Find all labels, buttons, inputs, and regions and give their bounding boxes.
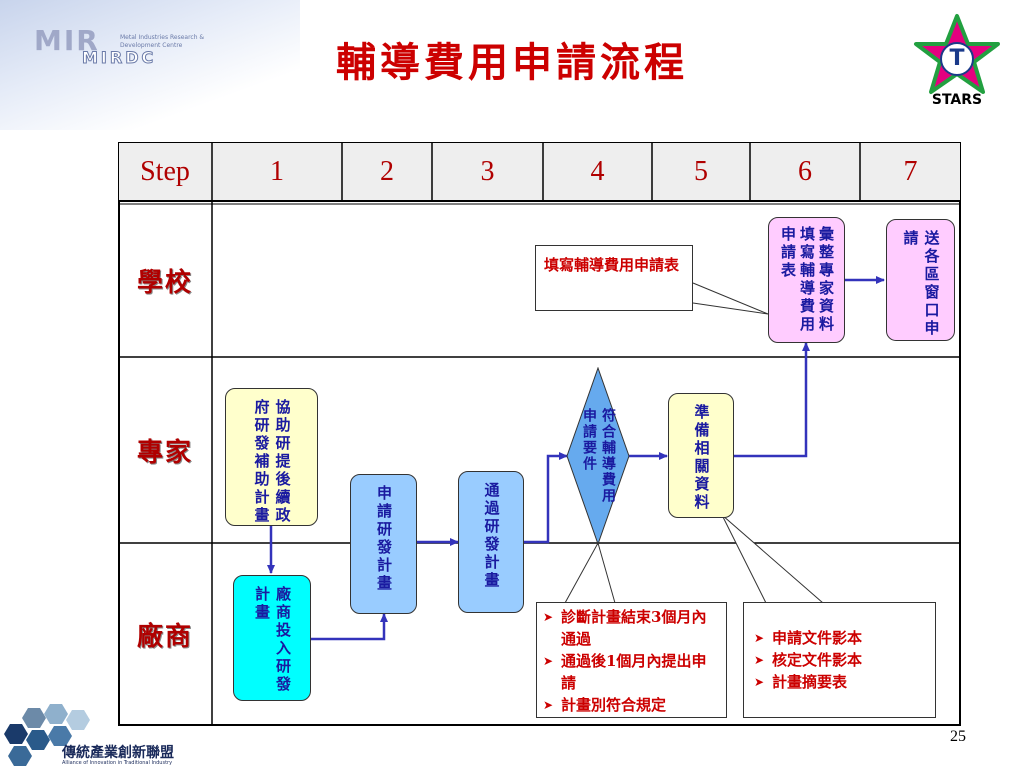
header-gradient <box>0 0 300 130</box>
header-step-7: 7 <box>903 156 918 187</box>
document-item: 核定文件影本 <box>754 649 925 671</box>
arrow-pass-to-decision <box>524 452 568 544</box>
node-company-invest-text: 廠商投入研發計畫 <box>253 586 292 694</box>
callout-conditions: 診斷計畫結束3個月內通過 通過後1個月內提出申請 計畫別符合規定 <box>536 602 727 718</box>
documents-list: 申請文件影本 核定文件影本 計畫摘要表 <box>754 627 925 693</box>
star-icon <box>914 14 1000 94</box>
node-decision-text: 符合輔導費用申請要件 <box>581 408 616 504</box>
callout-pointer-school <box>692 282 769 315</box>
node-apply-plan-text: 申請研發計畫 <box>375 485 393 593</box>
condition-list: 診斷計畫結束3個月內通過 通過後1個月內提出申請 計畫別符合規定 <box>543 606 720 716</box>
document-item: 申請文件影本 <box>754 627 925 649</box>
node-decision: 符合輔導費用申請要件 <box>566 408 630 508</box>
row-label-expert: 專家 <box>136 437 193 468</box>
arrow-company-to-apply <box>310 613 388 641</box>
condition-item: 診斷計畫結束3個月內通過 <box>543 606 720 650</box>
node-prepare: 準備相關資料 <box>668 393 734 518</box>
logo-stars-text: STARS <box>931 92 983 108</box>
header-step-5: 5 <box>694 156 708 187</box>
header-step-2: 2 <box>380 156 394 187</box>
mirdc-logo: MIR MIRDC Metal Industries Research & De… <box>20 24 210 68</box>
header-step-3: 3 <box>480 156 495 187</box>
callout-pointer-docs <box>721 514 824 604</box>
header-step-1: 1 <box>270 156 284 187</box>
logo-small-text-2: Development Centre <box>120 42 183 49</box>
header-row-bg <box>119 143 960 201</box>
header-step-6: 6 <box>798 156 812 187</box>
node-apply-plan: 申請研發計畫 <box>350 474 417 614</box>
node-send-text: 送各區窗口申請 <box>901 230 941 338</box>
node-school-fill-text: 彙整專家資料填寫輔導費用申請表 <box>779 226 835 334</box>
logo-sub-text: MIRDC <box>81 48 157 68</box>
condition-item: 計畫別符合規定 <box>543 694 720 716</box>
node-expert-assist: 協助研提後續政府研發補助計畫 <box>225 388 318 526</box>
page-number: 25 <box>950 728 966 745</box>
node-prepare-text: 準備相關資料 <box>692 404 711 512</box>
node-pass-plan-text: 通過研發計畫 <box>482 482 501 590</box>
alliance-name: 傳統產業創新聯盟 <box>62 745 174 761</box>
alliance-english-name: Alliance of Innovation in Traditional In… <box>62 760 173 766</box>
header-step-4: 4 <box>590 156 605 187</box>
logo-main-text: MIR <box>34 24 100 57</box>
header-step-label: Step <box>140 156 190 187</box>
arrow-prepare-to-fill <box>734 342 810 458</box>
callout-school-note-text: 填寫輔導費用申請表 <box>544 256 680 274</box>
condition-item: 通過後1個月內提出申請 <box>543 650 720 694</box>
row-label-company: 廠商 <box>136 622 193 652</box>
node-company-invest: 廠商投入研發計畫 <box>233 575 311 701</box>
callout-school-note: 填寫輔導費用申請表 <box>535 245 693 311</box>
hexagon-logo-icon <box>4 704 90 766</box>
stars-logo: T STARS <box>912 12 1002 112</box>
logo-letter: T <box>949 46 965 71</box>
row-label-school: 學校 <box>136 268 193 298</box>
document-item: 計畫摘要表 <box>754 671 925 693</box>
logo-small-text-1: Metal Industries Research & <box>120 34 205 41</box>
node-expert-assist-text: 協助研提後續政府研發補助計畫 <box>252 399 292 525</box>
page-title: 輔導費用申請流程 <box>336 39 688 86</box>
callout-pointer-condition <box>564 541 616 604</box>
node-school-fill: 彙整專家資料填寫輔導費用申請表 <box>768 217 845 343</box>
node-pass-plan: 通過研發計畫 <box>458 471 524 613</box>
node-decision-shape <box>566 367 630 545</box>
node-send: 送各區窗口申請 <box>886 219 955 341</box>
callout-documents: 申請文件影本 核定文件影本 計畫摘要表 <box>743 602 936 718</box>
